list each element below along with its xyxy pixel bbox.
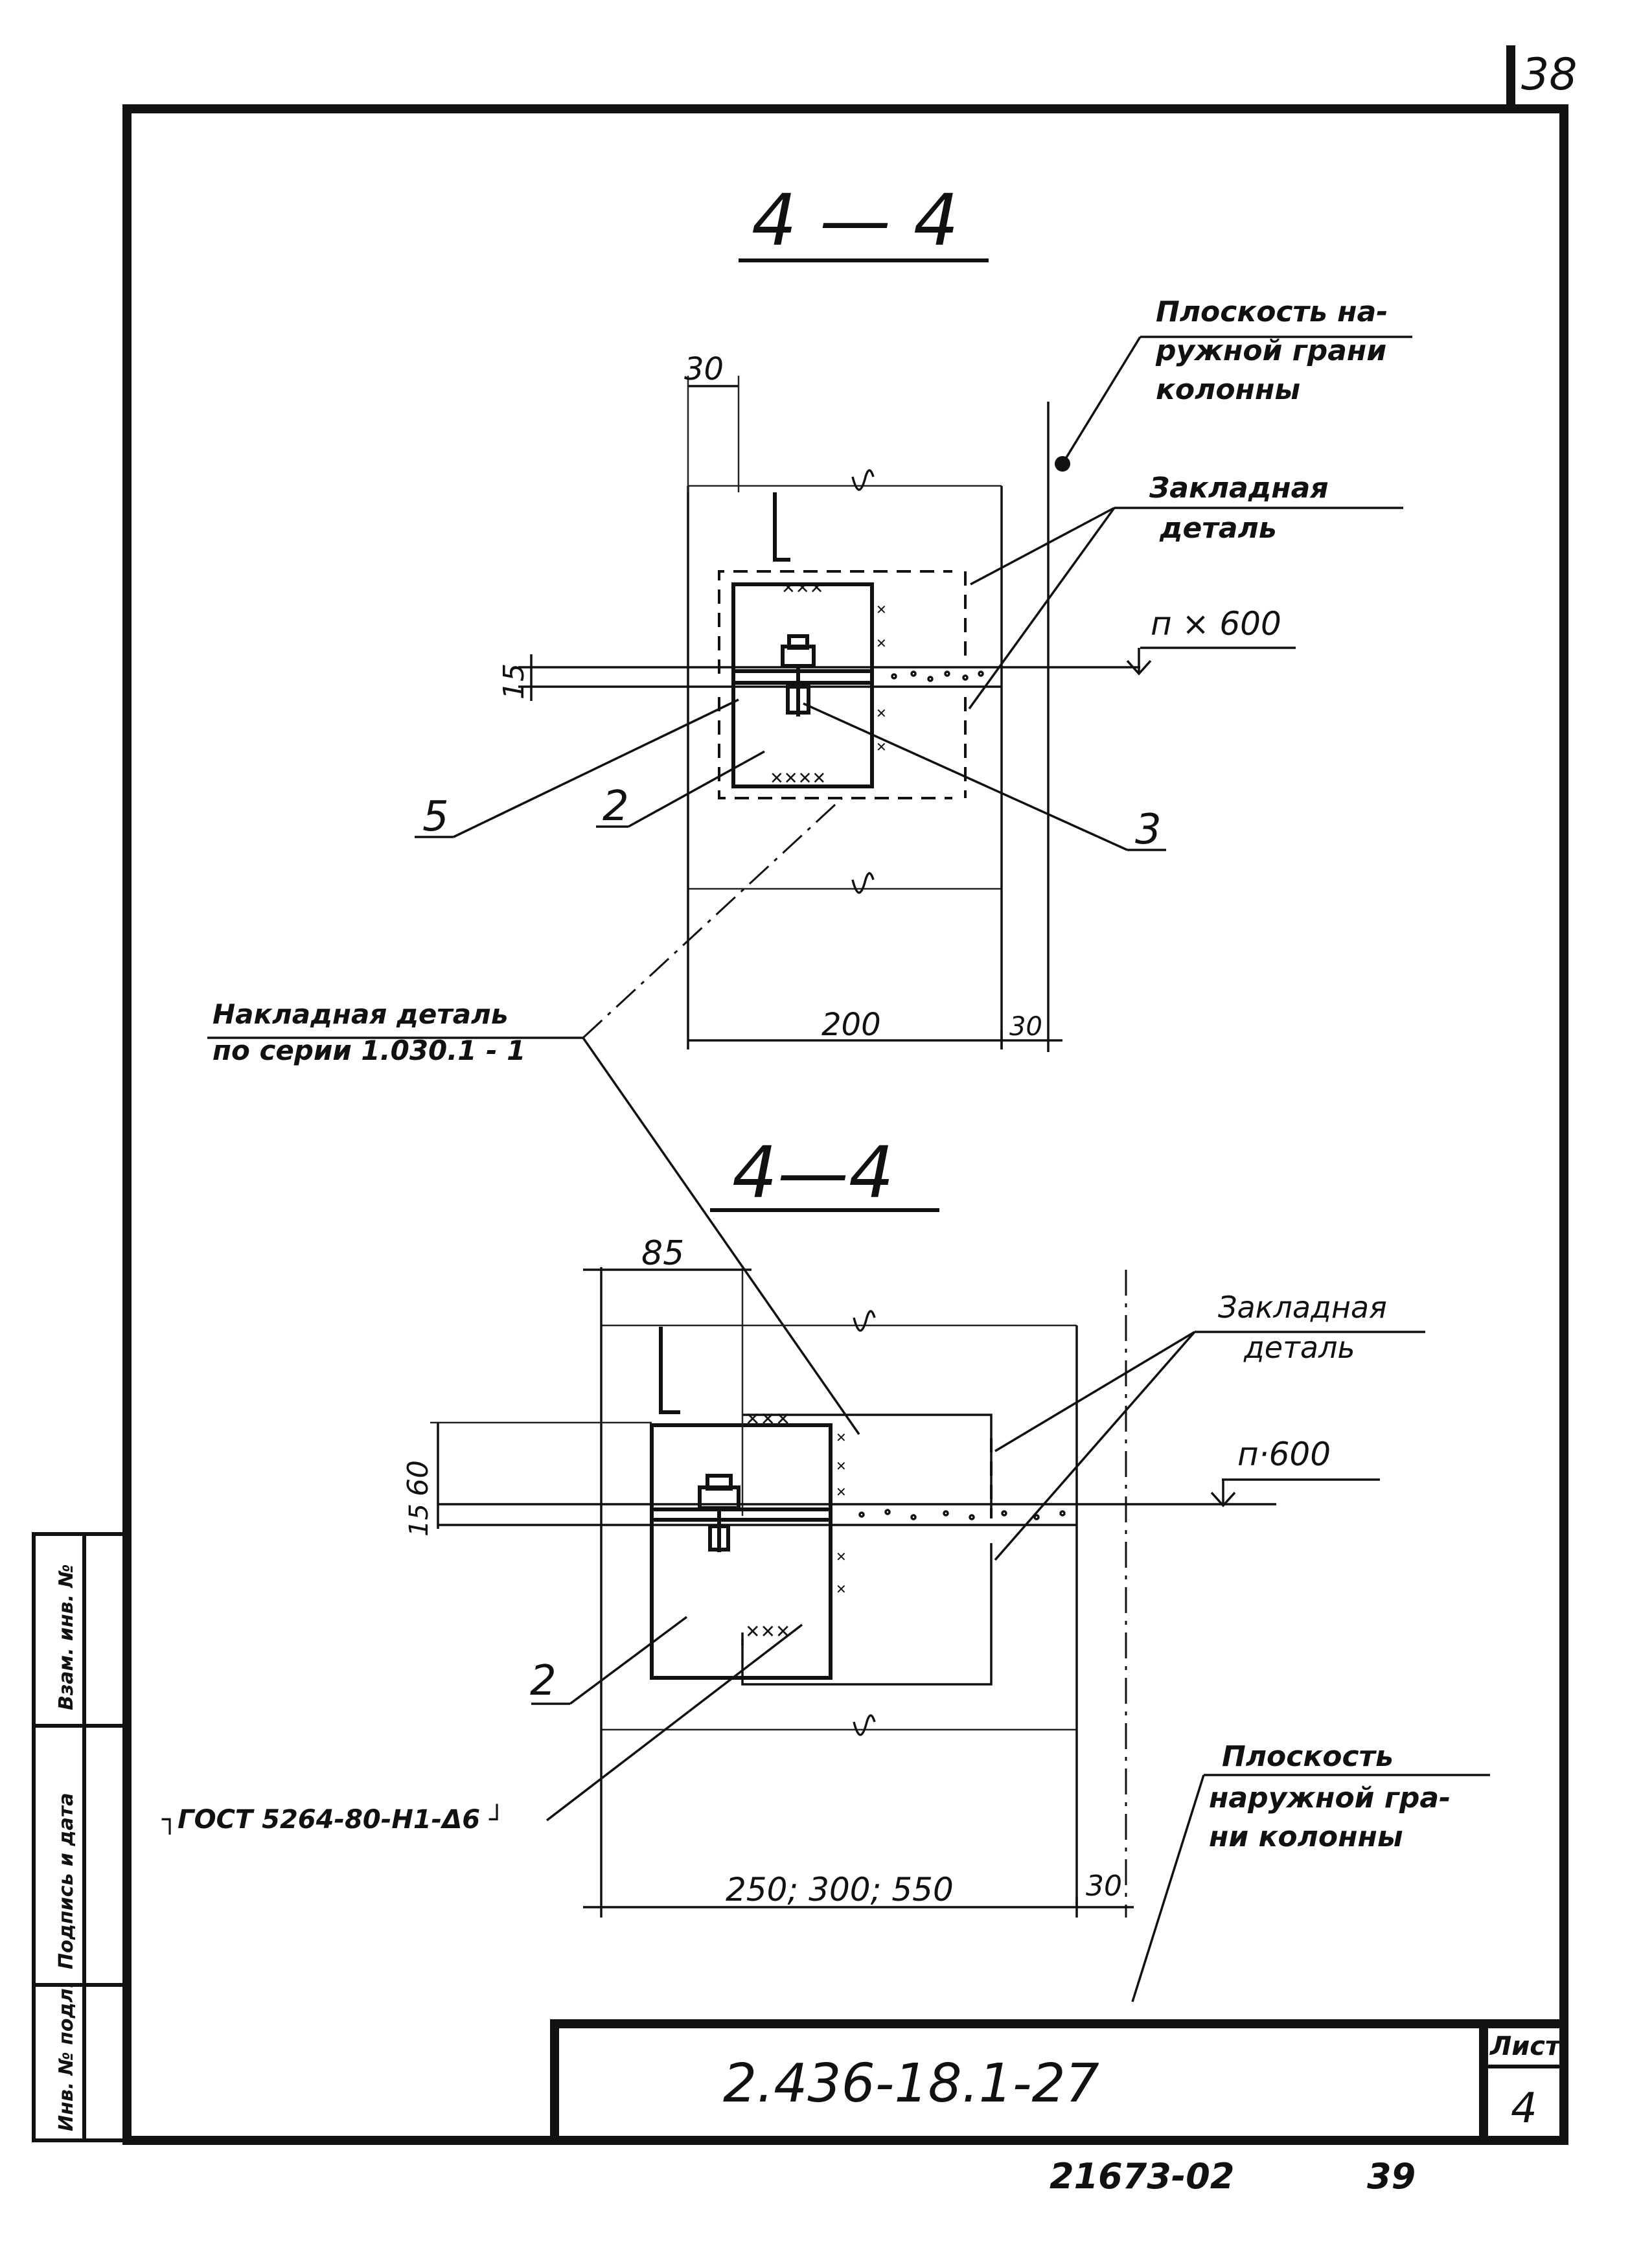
side-stamp-cell-replace: Взам. инв. № [55,1564,78,1710]
top-level-mark: п × 600 [1151,605,1281,643]
top-dim-200: 200 [821,1007,881,1043]
svg-text:✕✕✕✕: ✕✕✕✕ [770,769,826,788]
svg-text:✕✕✕: ✕✕✕ [781,578,823,598]
top-dim-15: 15 [498,663,531,700]
top-callout-2: 2 [603,783,629,830]
top-label-embedded-1: Закладная [1149,472,1329,505]
svg-text:✕: ✕ [836,1458,847,1474]
svg-text:✕: ✕ [876,705,887,721]
overlay-label-line-1: Накладная деталь [212,998,508,1030]
sheet-number: 4 [1511,2085,1537,2133]
svg-text:✕: ✕ [836,1430,847,1445]
footer-page: 39 [1367,2156,1416,2197]
top-label-embedded-2: деталь [1159,512,1277,545]
svg-text:✕: ✕ [836,1581,847,1597]
side-stamp-cell-signature: Подпись и дата [55,1793,78,1969]
footer-code: 21673-02 [1050,2156,1234,2197]
bottom-level-mark: п·600 [1237,1436,1331,1473]
svg-text:✕✕✕: ✕✕✕ [745,1408,790,1430]
corner-sheet-number: 38 [1521,49,1578,100]
bottom-label-embedded-2: деталь [1243,1330,1355,1365]
top-label-outer-face-1: Плоскость на- [1156,295,1388,328]
bottom-dim-30: 30 [1086,1870,1122,1903]
top-label-outer-face-3: колонны [1156,373,1300,406]
side-stamp-cell-inventory: Инв. № подл. [55,1981,78,2131]
top-callout-5: 5 [422,793,449,841]
bottom-dim-width: 250; 300; 550 [726,1871,954,1908]
side-stamp [32,1532,129,2142]
svg-text:✕: ✕ [836,1549,847,1564]
bottom-dim-60: 60 [402,1460,435,1496]
top-dim-30: 30 [684,351,724,387]
top-callout-3: 3 [1135,806,1162,854]
top-section-geometry: ✕✕✕ ✕✕✕✕ ✕ ✕ ✕ ✕ [207,336,1412,1435]
bottom-label-outer-face-3: ни колонны [1209,1820,1403,1853]
bottom-callout-2: 2 [530,1657,557,1705]
title-block [550,2019,1568,2145]
bottom-dim-85: 85 [641,1234,684,1273]
bottom-label-embedded-1: Закладная [1218,1290,1387,1325]
angle-spec: ┐ГОСТ 5264-80-Н1-Δ6 ┘ [161,1804,505,1835]
top-dim-30-right: 30 [1009,1012,1042,1042]
svg-text:✕: ✕ [876,739,887,755]
top-label-outer-face-2: ружной грани [1155,334,1386,367]
sheet-label: Лист [1489,2032,1562,2061]
bottom-label-outer-face-2: наружной гра- [1209,1781,1451,1815]
top-section-title: 4 — 4 [752,179,959,262]
bottom-section-geometry: ✕✕✕ ✕✕✕ ✕ ✕ ✕ ✕ ✕ [430,1267,1490,2002]
bottom-label-outer-face-1: Плоскость [1222,1740,1394,1773]
drawing-code: 2.436-18.1-27 [723,2053,1099,2114]
bottom-section-title: 4—4 [732,1131,894,1214]
svg-text:✕: ✕ [836,1484,847,1500]
bottom-dim-15: 15 [404,1504,434,1537]
overlay-label-line-2: по серии 1.030.1 - 1 [212,1035,525,1066]
svg-text:✕: ✕ [876,636,887,651]
svg-text:✕: ✕ [876,602,887,617]
